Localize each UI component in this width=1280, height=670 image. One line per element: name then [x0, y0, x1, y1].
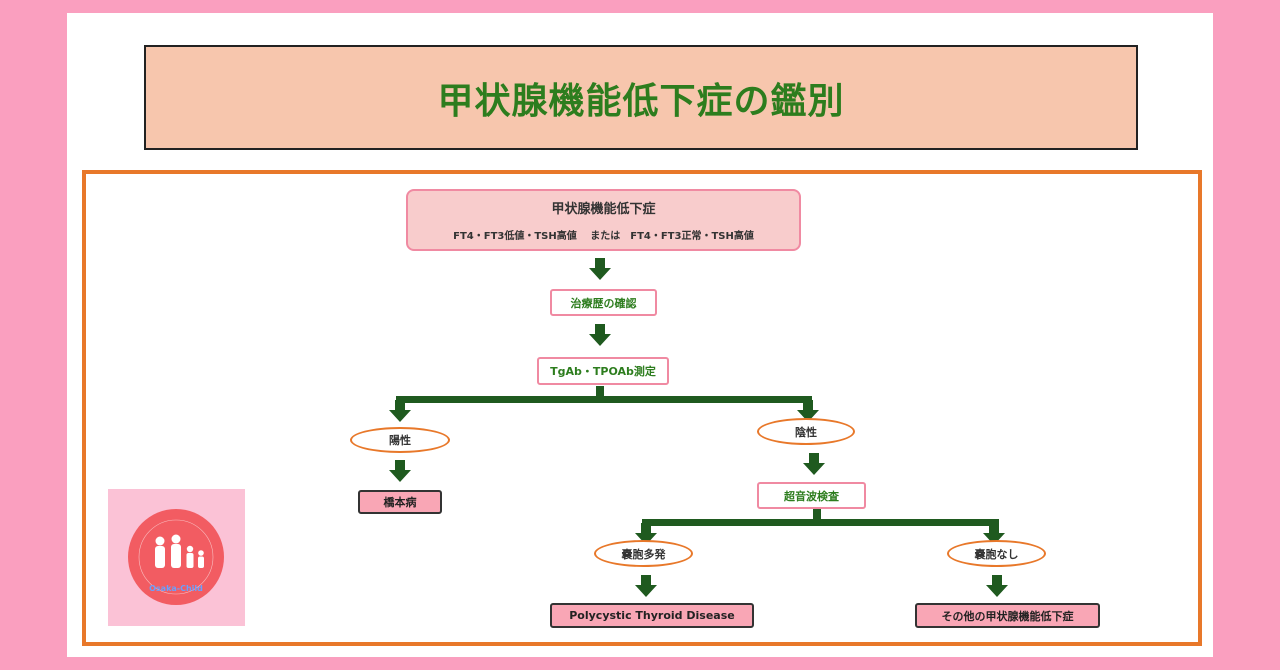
positive-label: 陽性: [389, 434, 411, 447]
lab-criteria: FT4・FT3低値・TSH高値 または FT4・FT3正常・TSH高値: [453, 231, 754, 242]
antibody-test-label: TgAb・TPOAb測定: [550, 365, 656, 378]
multiple-cysts-label: 嚢胞多発: [621, 547, 666, 561]
flowchart-frame: [82, 170, 1202, 646]
arrow-to-positive: [389, 400, 411, 422]
branch2-stem: [813, 507, 821, 521]
page-title: 甲状腺機能低下症の鑑別: [437, 80, 845, 122]
arrow-to-ultrasound: [803, 453, 825, 475]
arrow-to-antibody: [589, 324, 611, 346]
family-icon: [155, 534, 204, 568]
polycystic-box: Polycystic Thyroid Disease: [550, 603, 754, 628]
hashimoto-box: 橋本病: [358, 490, 442, 514]
arrow-to-hashimoto: [389, 460, 411, 482]
osaka-child-logo: Osaka-Child: [108, 489, 245, 626]
treatment-history-box: 治療歴の確認: [550, 289, 657, 316]
arrow-to-history: [589, 258, 611, 280]
title-banner: 甲状腺機能低下症の鑑別: [144, 45, 1138, 150]
ultrasound-box: 超音波検査: [757, 482, 866, 509]
hypothyroidism-title: 甲状腺機能低下症: [551, 202, 656, 217]
positive-oval: 陽性: [350, 427, 450, 453]
negative-oval: 陰性: [757, 418, 855, 445]
arrow-to-polycystic: [635, 575, 657, 597]
branch2-bar: [642, 519, 999, 526]
branch1-stem: [596, 386, 604, 398]
branch1-bar: [396, 396, 812, 403]
negative-label: 陰性: [795, 425, 817, 439]
no-cysts-label: 嚢胞なし: [974, 547, 1019, 561]
other-hypothyroidism-label: その他の甲状腺機能低下症: [941, 609, 1074, 623]
logo-graphic: Osaka-Child: [128, 509, 224, 605]
arrow-to-other: [986, 575, 1008, 597]
no-cysts-oval: 嚢胞なし: [947, 540, 1046, 567]
ultrasound-label: 超音波検査: [784, 489, 839, 503]
logo-text: Osaka-Child: [149, 584, 203, 593]
polycystic-label: Polycystic Thyroid Disease: [569, 609, 735, 622]
multiple-cysts-oval: 嚢胞多発: [594, 540, 693, 567]
hashimoto-label: 橋本病: [383, 496, 417, 509]
other-hypothyroidism-box: その他の甲状腺機能低下症: [915, 603, 1100, 628]
hypothyroidism-box: 甲状腺機能低下症 FT4・FT3低値・TSH高値 または FT4・FT3正常・T…: [406, 189, 801, 251]
antibody-test-box: TgAb・TPOAb測定: [537, 357, 669, 385]
treatment-history-label: 治療歴の確認: [570, 296, 637, 310]
